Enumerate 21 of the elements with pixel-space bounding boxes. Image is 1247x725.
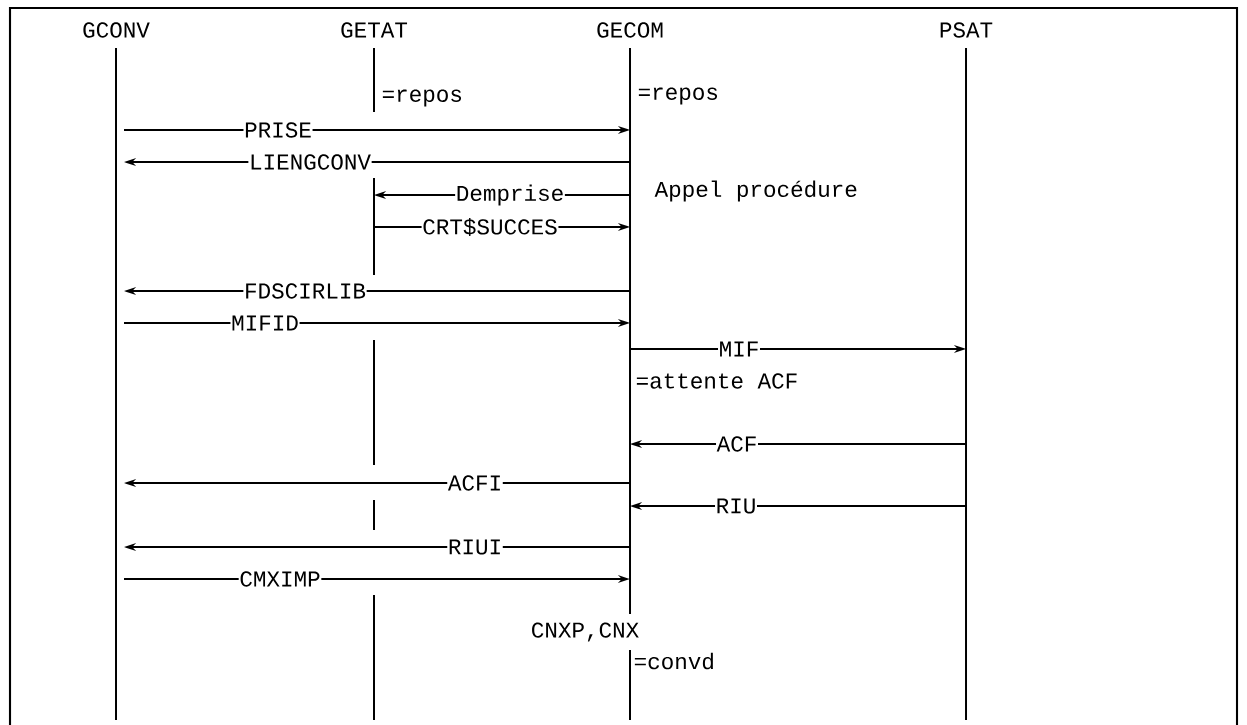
- lifeline: [373, 594, 375, 721]
- lifeline: [629, 649, 631, 721]
- lifeline: [373, 47, 375, 113]
- lifeline: [373, 499, 375, 531]
- lifeline: [965, 47, 967, 721]
- state-note: =repos: [638, 87, 718, 105]
- edge-label: CRT$SUCCES: [421, 217, 559, 237]
- lifeline: [373, 177, 375, 276]
- state-note: =repos: [382, 89, 462, 107]
- edge-label: Demprise: [455, 183, 565, 207]
- state-note: =attente ACF: [636, 373, 797, 389]
- participant-name: GECOM: [597, 22, 663, 38]
- participant-name: GETAT: [341, 22, 408, 38]
- lifeline: [115, 47, 117, 721]
- state-note: =convd: [634, 652, 713, 670]
- participant-name: PSAT: [940, 22, 993, 38]
- participant-name: GCONV: [83, 22, 150, 38]
- lifeline: [629, 47, 631, 615]
- state-note: CNXP,CNX: [532, 622, 639, 642]
- state-note: Appel procédure: [654, 180, 857, 202]
- lifeline: [373, 339, 375, 466]
